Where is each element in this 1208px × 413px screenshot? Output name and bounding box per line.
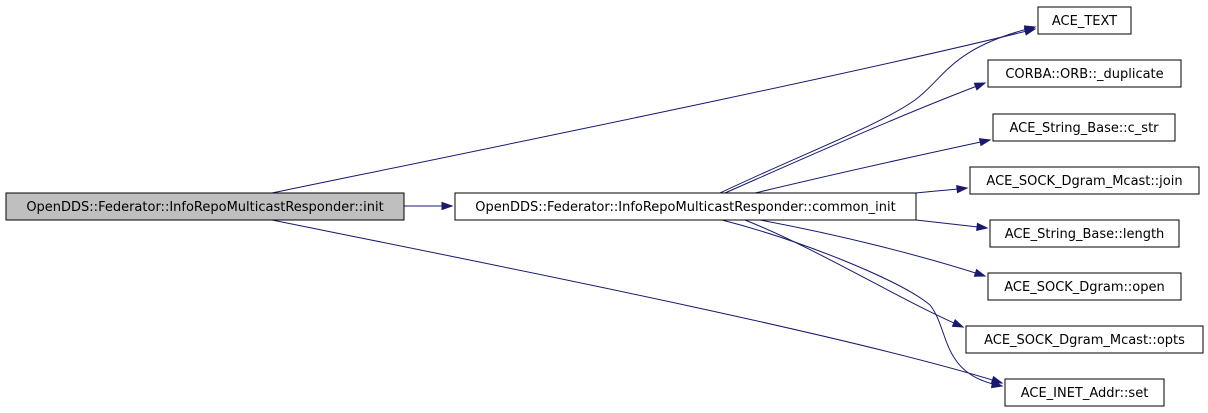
call-edge-common_init-to-length — [915, 219, 989, 232]
arrowhead-icon — [990, 380, 1004, 389]
node-label: OpenDDS::Federator::InfoRepoMulticastRes… — [26, 200, 383, 215]
arrowhead-icon — [956, 185, 969, 194]
node-box — [965, 325, 1204, 354]
arrowhead-icon — [973, 268, 987, 277]
edge-line — [759, 219, 986, 277]
arrowhead-icon — [973, 82, 987, 91]
call-edge-root-to-ace_text — [271, 27, 1037, 194]
function-node-mcast-opts[interactable]: ACE_SOCK_Dgram_Mcast::opts — [965, 325, 1204, 354]
function-node-ace-text[interactable]: ACE_TEXT — [1037, 6, 1132, 35]
call-edge-common_init-to-orb_dup — [724, 82, 987, 194]
edge-line — [724, 82, 986, 194]
node-label: ACE_SOCK_Dgram_Mcast::opts — [984, 333, 1185, 348]
node-label: ACE_String_Base::length — [1005, 227, 1165, 242]
edge-line — [754, 139, 991, 194]
function-node-length[interactable]: ACE_String_Base::length — [989, 219, 1180, 248]
edge-line — [271, 28, 1036, 194]
call-edge-common_init-to-c_str — [754, 138, 992, 194]
call-edge-root-to-common_init — [404, 201, 454, 211]
node-box — [987, 59, 1182, 88]
edge-line — [271, 219, 1003, 384]
call-edge-common_init-to-dgram_open — [759, 219, 987, 277]
arrowhead-icon — [951, 318, 965, 328]
function-node-c-str[interactable]: ACE_String_Base::c_str — [992, 113, 1176, 142]
edge-line — [915, 219, 988, 229]
function-nodes: OpenDDS::Federator::InfoRepoMulticastRes… — [5, 6, 1204, 407]
function-node-common-init[interactable]: OpenDDS::Federator::InfoRepoMulticastRes… — [454, 192, 917, 221]
node-box — [454, 192, 917, 221]
edge-line — [719, 26, 1036, 194]
edge-line — [721, 219, 1003, 387]
node-box — [989, 219, 1180, 248]
node-box — [987, 272, 1182, 301]
node-box — [992, 113, 1176, 142]
node-box — [969, 166, 1200, 195]
call-edges — [271, 25, 1037, 389]
arrowhead-icon — [441, 201, 454, 211]
node-box — [1004, 378, 1165, 407]
function-node-root[interactable]: OpenDDS::Federator::InfoRepoMulticastRes… — [5, 192, 405, 221]
node-label: ACE_TEXT — [1052, 14, 1117, 29]
call-edge-common_init-to-inet_set — [721, 219, 1004, 389]
edge-line — [744, 219, 964, 328]
function-node-orb-dup[interactable]: CORBA::ORB::_duplicate — [987, 59, 1182, 88]
node-box — [5, 192, 405, 221]
node-label: ACE_String_Base::c_str — [1009, 121, 1159, 136]
call-edge-common_init-to-mcast_join — [915, 185, 969, 194]
function-node-dgram-open[interactable]: ACE_SOCK_Dgram::open — [987, 272, 1182, 301]
node-box — [1037, 6, 1132, 35]
call-edge-root-to-inet_set — [271, 219, 1004, 384]
node-label: ACE_INET_Addr::set — [1021, 386, 1149, 401]
call-edge-common_init-to-ace_text — [719, 25, 1037, 194]
arrowhead-icon — [976, 222, 989, 232]
arrowhead-icon — [978, 138, 992, 147]
node-label: CORBA::ORB::_duplicate — [1005, 67, 1163, 82]
node-label: ACE_SOCK_Dgram::open — [1004, 280, 1164, 295]
arrowhead-icon — [1023, 25, 1037, 34]
function-node-inet-set[interactable]: ACE_INET_Addr::set — [1004, 378, 1165, 407]
node-label: OpenDDS::Federator::InfoRepoMulticastRes… — [475, 200, 896, 215]
call-edge-common_init-to-mcast_opts — [744, 219, 965, 328]
node-label: ACE_SOCK_Dgram_Mcast::join — [986, 174, 1182, 189]
function-node-mcast-join[interactable]: ACE_SOCK_Dgram_Mcast::join — [969, 166, 1200, 195]
